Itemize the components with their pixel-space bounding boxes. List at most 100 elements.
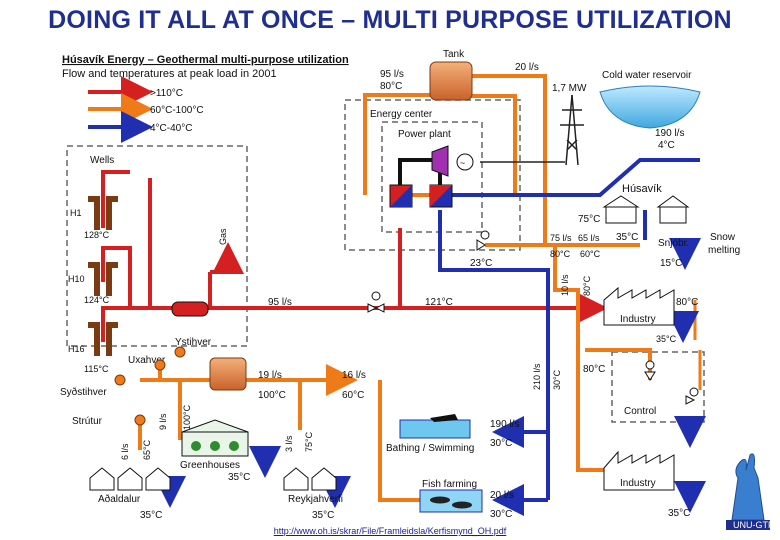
valve-ec-icon (476, 239, 486, 251)
tank-icon (429, 61, 473, 101)
greenhouses-label: Greenhouses (180, 460, 240, 471)
industry-2-label: Industry (620, 478, 656, 489)
logo-text: UNU-GTP (733, 520, 774, 530)
adaldalur-flow: 6 l/s (120, 443, 130, 460)
fish-tank-icon (419, 489, 483, 513)
spring-tank-icon (209, 357, 247, 391)
reservoir-label: Cold water reservoir (602, 70, 692, 81)
temp-80b: 80°C (583, 364, 605, 375)
reykjahverfi-label: Reykjahverfi (288, 494, 343, 505)
source-link[interactable]: http://www.oh.is/skrar/File/Framleidsla/… (273, 526, 507, 536)
temp-80-vertical: 80°C (582, 275, 592, 296)
valve-control-actuator-icon (645, 360, 655, 370)
control-label: Control (624, 406, 656, 417)
spring-icons (114, 346, 186, 426)
reykjahverfi-temp: 75°C (304, 431, 314, 452)
well-h16-icon-b (106, 322, 118, 356)
turbine-icon (431, 145, 449, 177)
reservoir-temp: 4°C (658, 140, 675, 151)
sydstihver-label: Syðstihver (60, 386, 107, 398)
spring-sydstihver-icon (114, 374, 126, 386)
temp-60: 60°C (580, 249, 601, 259)
snow-melting-label-2: melting (708, 245, 740, 256)
well-h16-label: H16 (68, 344, 85, 354)
husavik-label: Húsavík (622, 183, 662, 195)
flow-210: 210 l/s (532, 363, 542, 390)
spring-strutur-icon (134, 414, 146, 426)
power-plant-box (381, 121, 483, 233)
valve-actuator-icon (371, 291, 381, 301)
hot-pipes (101, 170, 608, 342)
fish-flow: 20 l/s (490, 490, 514, 501)
swimming-pool-icon (399, 419, 471, 439)
fish-temp: 30°C (490, 509, 512, 520)
valve-ec-actuator-icon (480, 230, 490, 240)
husavik-houses-icon (602, 195, 690, 224)
well-h1-label: H1 (70, 208, 82, 218)
valve-icon (367, 303, 378, 313)
legend: >110°C 60°C-100°C 4°C-40°C (88, 76, 204, 143)
valve-control-icon (644, 371, 656, 381)
industry-1-icon (603, 286, 675, 326)
flow-75: 75 l/s (550, 233, 572, 243)
flow-19: 19 l/s (258, 370, 282, 381)
tank-label: Tank (443, 49, 465, 60)
valves (367, 230, 699, 405)
generator-symbol: ~ (460, 158, 465, 168)
power-tower-icon (480, 94, 584, 166)
spring-ystihver-icon (174, 346, 186, 358)
reykjahverfi-houses-icon (283, 467, 337, 491)
wells-box (66, 145, 248, 347)
valve-icon-b (374, 303, 385, 313)
industry-1-label: Industry (620, 314, 656, 325)
subtitle-2: Flow and temperatures at peak load in 20… (62, 68, 277, 80)
temp-100: 100°C (258, 390, 286, 401)
flow-10: 10 l/s (560, 274, 570, 296)
swimmer-icon (430, 414, 458, 422)
reykjahverfi-out-temp: 35°C (312, 510, 334, 521)
well-h10-icon (88, 262, 100, 296)
well-h10-temp: 124°C (84, 295, 110, 305)
tank-flow: 95 l/s (380, 69, 404, 80)
evaporator-cold-half (390, 185, 412, 207)
well-h1-temp: 128°C (84, 230, 110, 240)
adaldalur-houses-icon (89, 467, 171, 491)
legend-label-hot: >110°C (150, 88, 183, 99)
snow-melting-label-1: Snow (710, 232, 736, 243)
well-h10-icon-b (106, 262, 118, 296)
well-h10-label: H10 (68, 274, 85, 284)
well-h1-icon (88, 196, 100, 230)
generator-icon (456, 153, 474, 171)
reservoir-icon (599, 85, 701, 129)
energy-center-box (344, 99, 521, 251)
valve-control2-actuator-icon (689, 387, 699, 397)
unu-gtp-logo: UNU-GTP (726, 453, 774, 530)
power-plant-label: Power plant (398, 129, 451, 140)
adaldalur-label: Aðaldalur (98, 493, 141, 505)
industry-1-temp: 80°C (676, 297, 698, 308)
industry-2-out-temp: 35°C (668, 508, 690, 519)
gas-label: Gas (218, 228, 228, 245)
strutur-label: Strútur (72, 416, 103, 427)
bathing-label: Bathing / Swimming (386, 443, 474, 454)
greenhouse-flow: 9 l/s (158, 413, 168, 430)
fish-icon-2 (452, 501, 472, 509)
adaldalur-temp: 65°C (142, 439, 152, 460)
well-h1-icon-b (106, 196, 118, 230)
energy-center-temp: 23°C (470, 258, 492, 269)
adaldalur-out-temp: 35°C (140, 510, 162, 521)
wells-label: Wells (90, 155, 114, 166)
reykjahverfi-flow: 3 l/s (284, 435, 294, 452)
well-h16-temp: 115°C (84, 364, 109, 374)
greenhouse-temp: 100°C (182, 404, 192, 430)
main-flow: 95 l/s (268, 297, 292, 308)
main-temp: 121°C (425, 297, 453, 308)
condenser-hot-half (430, 185, 452, 207)
power-plant-components: ~ (389, 145, 474, 208)
ystihver-label: Ystihver (175, 337, 212, 348)
bathing-flow: 190 l/s (490, 419, 519, 430)
temp-60b: 60°C (342, 390, 364, 401)
spring-uxahver-icon (154, 359, 166, 371)
well-h16-icon (88, 322, 100, 356)
